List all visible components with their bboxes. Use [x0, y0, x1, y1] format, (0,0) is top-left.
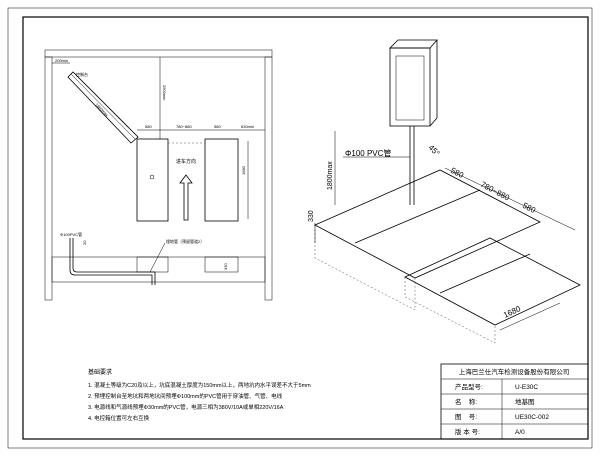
pipe-label: Φ100PVC管: [60, 231, 82, 237]
dim-20: 20: [82, 240, 87, 245]
iso-pipe-label: Φ100 PVC管: [345, 148, 391, 158]
product-model-value: U-E30C: [515, 384, 538, 391]
version-label: 版 本 号:: [455, 427, 480, 436]
buried-pipe-label: 埋地管（预留管道2）: [166, 238, 204, 244]
dim-780-880: 780~880: [176, 124, 192, 129]
iso-view: Φ100 PVC管 45° 1800max 330 580 780~880 58…: [308, 39, 581, 344]
dim-console-length: 1800max: [94, 102, 109, 117]
right-wall: [264, 56, 273, 301]
product-model-label: 产品型号:: [455, 382, 483, 391]
note-item: 4. 电控箱位置可左右互换: [88, 414, 150, 422]
version-value: A/0: [515, 429, 525, 436]
iso-pit-2: [404, 237, 581, 326]
company-name: 上海巴兰仕汽车检测设备股份有限公司: [459, 367, 570, 376]
note-item: 2. 预埋控制台至地坑和两地坑间预埋Φ100mm的PVC管用于穿油管、气管、电线: [88, 392, 283, 400]
buried-pipe: [69, 238, 153, 285]
left-wall: [44, 56, 53, 301]
drawing-frame: [22, 16, 589, 440]
iso-pit-1: [314, 169, 541, 279]
iso-dim-780-880: 780~880: [479, 180, 511, 203]
dim-580-left: 580: [145, 124, 152, 129]
dim-1680: 1680: [241, 165, 246, 175]
dim-630min: 630min: [241, 124, 254, 129]
dim-2500min: 2500min: [162, 85, 167, 100]
iso-dim-330: 330: [308, 210, 315, 222]
drawing-number-value: UE30C-002: [515, 414, 549, 421]
concrete-floor: [51, 256, 266, 283]
console: [67, 71, 139, 144]
pit-right: [204, 138, 239, 222]
drawing-number-label: 图 号:: [455, 413, 477, 421]
note-item: 1. 混凝土等级为C20及以上，坑底混凝土厚度为150mm以上，两地坑内水平误差…: [88, 381, 311, 389]
outer-border: [7, 7, 593, 449]
dim-200min: 200min: [55, 58, 68, 63]
pit-left: [136, 138, 169, 222]
dim-580-right: 580: [214, 124, 221, 129]
name-label: 名 称:: [455, 397, 477, 406]
iso-dim-580-a: 580: [449, 166, 465, 180]
iso-dim-1680: 1680: [502, 304, 522, 320]
foundation-notes: 基础要求 1. 混凝土等级为C20及以上，坑底混凝土厚度为150mm以上，两地坑…: [88, 368, 311, 422]
iso-dim-1800max: 1800max: [327, 161, 334, 190]
plan-view: 控制台 200min 1800max 进车方向 2500min 580 780~…: [44, 49, 273, 301]
direction-label: 进车方向: [176, 158, 196, 165]
notes-title: 基础要求: [88, 368, 112, 376]
top-wall: [44, 49, 273, 58]
console-label: 控制台: [76, 71, 88, 77]
direction-arrow-icon: [179, 174, 193, 221]
note-item: 3. 电源线和气源线预埋Φ30mm的PVC管，电源三相为380V/10A或单相2…: [88, 403, 284, 411]
title-block: 上海巴兰仕汽车检测设备股份有限公司 产品型号: U-E30C 名 称: 地基图 …: [440, 363, 589, 440]
dim-330: 330: [223, 263, 228, 270]
pipe-hole: [149, 174, 155, 180]
name-value: 地基图: [515, 397, 535, 406]
iso-angle: 45°: [427, 143, 442, 158]
